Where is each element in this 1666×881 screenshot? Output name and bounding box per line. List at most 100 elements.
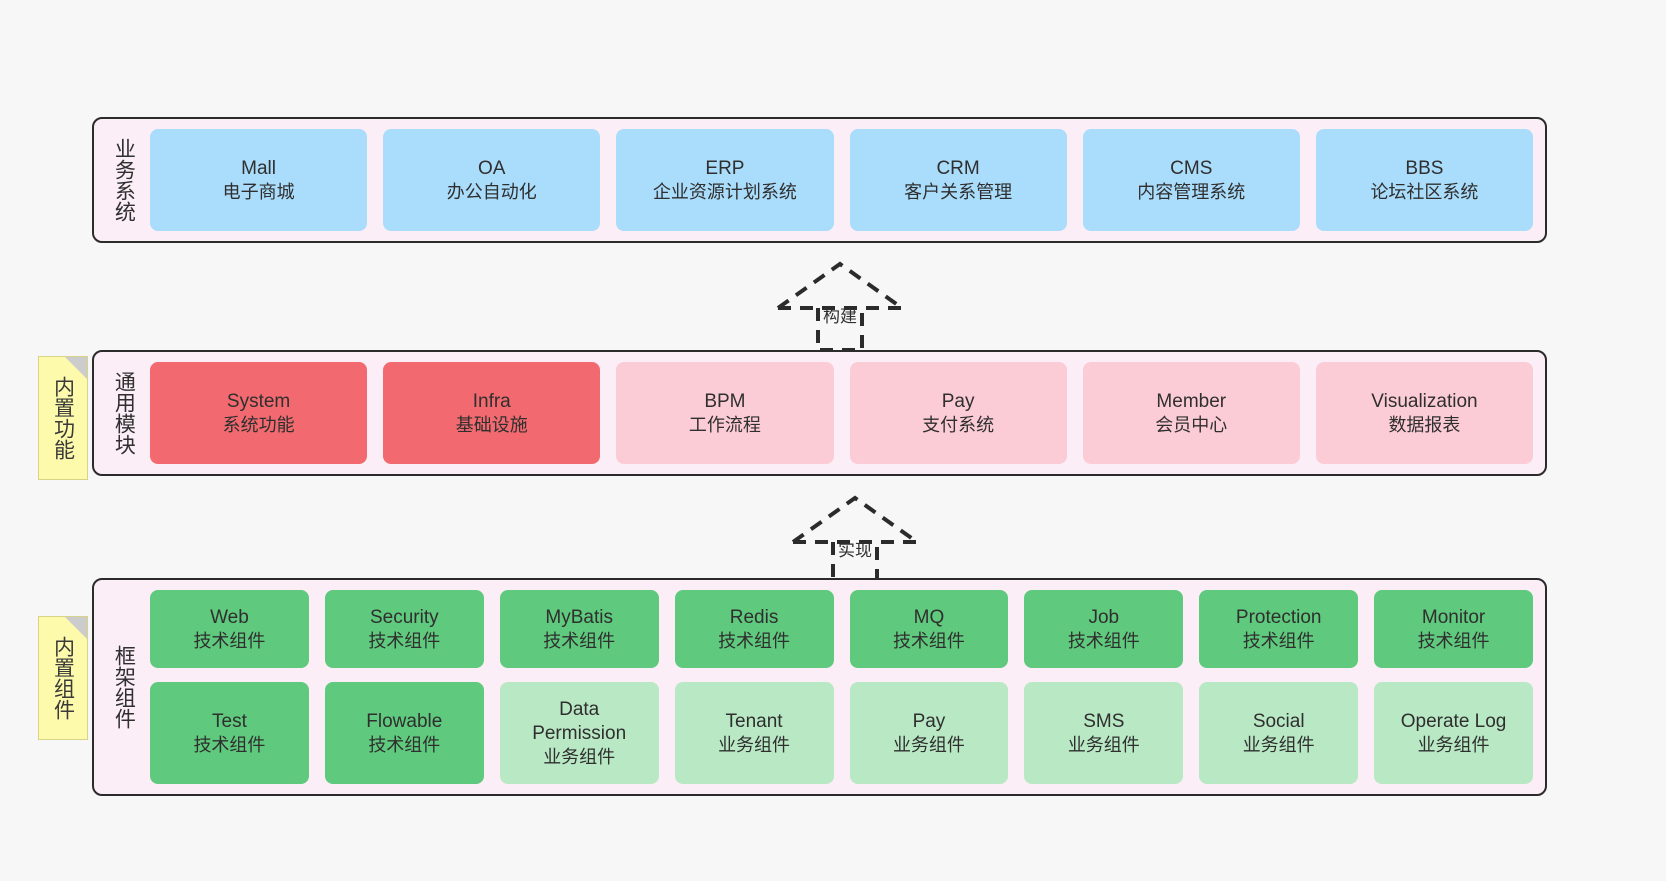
card-subtitle: 业务组件 bbox=[718, 734, 791, 755]
card-security[interactable]: Security 技术组件 bbox=[324, 590, 484, 669]
card-title: MQ bbox=[913, 606, 945, 628]
layer-framework-components: 框架组件 Web 技术组件 Security 技术组件 MyBatis 技术组件… bbox=[92, 578, 1547, 796]
card-subtitle: 技术组件 bbox=[1242, 630, 1315, 651]
layer-body-business-system: Mall 电子商城 OA 办公自动化 ERP 企业资源计划系统 CRM 客户关系… bbox=[140, 129, 1534, 231]
card-title: Infra bbox=[472, 390, 511, 412]
card-subtitle: 客户关系管理 bbox=[904, 181, 1013, 202]
card-mybatis[interactable]: MyBatis 技术组件 bbox=[499, 590, 659, 669]
card-subtitle: 业务组件 bbox=[1067, 734, 1140, 755]
card-subtitle: 业务组件 bbox=[1417, 734, 1490, 755]
card-cms[interactable]: CMS 内容管理系统 bbox=[1082, 129, 1300, 231]
note-builtin-features: 内置功能 bbox=[38, 356, 88, 480]
note-builtin-components: 内置组件 bbox=[38, 616, 88, 740]
card-subtitle: 技术组件 bbox=[193, 734, 266, 755]
layer-common-modules: 通用模块 System 系统功能 Infra 基础设施 BPM 工作流程 Pay… bbox=[92, 350, 1547, 476]
card-subtitle: 企业资源计划系统 bbox=[652, 181, 797, 202]
card-bbs[interactable]: BBS 论坛社区系统 bbox=[1315, 129, 1534, 231]
card-data-permission[interactable]: Data Permission 业务组件 bbox=[499, 682, 659, 784]
card-subtitle: 技术组件 bbox=[368, 630, 441, 651]
card-subtitle: 支付系统 bbox=[922, 414, 995, 435]
note-fold-corner-icon bbox=[65, 617, 87, 639]
layer-body-framework-components: Web 技术组件 Security 技术组件 MyBatis 技术组件 Redi… bbox=[140, 590, 1533, 784]
build-arrow-glyph bbox=[776, 261, 904, 352]
card-subtitle: 会员中心 bbox=[1155, 414, 1228, 435]
card-title: BBS bbox=[1405, 157, 1444, 179]
card-infra[interactable]: Infra 基础设施 bbox=[383, 362, 601, 464]
card-title: System bbox=[226, 390, 291, 412]
connector-build-label: 构建 bbox=[823, 307, 857, 326]
card-operate-log[interactable]: Operate Log 业务组件 bbox=[1374, 682, 1533, 784]
card-title: Test bbox=[212, 710, 247, 732]
card-title: Mall bbox=[241, 157, 276, 179]
note-label: 内置功能 bbox=[51, 376, 75, 460]
card-job[interactable]: Job 技术组件 bbox=[1024, 590, 1184, 669]
card-title: MyBatis bbox=[545, 606, 613, 628]
card-visualization[interactable]: Visualization 数据报表 bbox=[1315, 362, 1534, 464]
card-member[interactable]: Member 会员中心 bbox=[1082, 362, 1300, 464]
card-title: Security bbox=[369, 606, 439, 628]
card-subtitle: 技术组件 bbox=[1067, 630, 1140, 651]
card-web[interactable]: Web 技术组件 bbox=[150, 590, 309, 669]
card-title: Member bbox=[1156, 390, 1227, 412]
card-subtitle: 技术组件 bbox=[1417, 630, 1490, 651]
layer-title-framework-components: 框架组件 bbox=[112, 645, 136, 729]
card-social[interactable]: Social 业务组件 bbox=[1199, 682, 1359, 784]
card-subtitle: 工作流程 bbox=[688, 414, 761, 435]
card-subtitle: 技术组件 bbox=[368, 734, 441, 755]
connector-implement-arrow: 实现 bbox=[775, 492, 935, 592]
card-title: CMS bbox=[1170, 157, 1213, 179]
card-title: Operate Log bbox=[1400, 710, 1507, 732]
layer-title-business-system: 业务系统 bbox=[112, 138, 136, 222]
implement-arrow-glyph bbox=[791, 495, 919, 586]
card-subtitle: 业务组件 bbox=[1242, 734, 1315, 755]
layer-business-system: 业务系统 Mall 电子商城 OA 办公自动化 ERP 企业资源计划系统 CRM… bbox=[92, 117, 1547, 243]
layer-body-common-modules: System 系统功能 Infra 基础设施 BPM 工作流程 Pay 支付系统… bbox=[140, 362, 1534, 464]
card-row: System 系统功能 Infra 基础设施 BPM 工作流程 Pay 支付系统… bbox=[150, 362, 1534, 464]
card-subtitle: 技术组件 bbox=[543, 630, 616, 651]
card-subtitle: 内容管理系统 bbox=[1137, 181, 1246, 202]
layer-title-common-modules: 通用模块 bbox=[112, 371, 136, 455]
card-title: BPM bbox=[704, 390, 746, 412]
card-title: SMS bbox=[1083, 710, 1125, 732]
card-mq[interactable]: MQ 技术组件 bbox=[849, 590, 1009, 669]
card-protection[interactable]: Protection 技术组件 bbox=[1199, 590, 1359, 669]
card-subtitle: 数据报表 bbox=[1388, 414, 1461, 435]
card-row: Web 技术组件 Security 技术组件 MyBatis 技术组件 Redi… bbox=[150, 590, 1533, 669]
card-monitor[interactable]: Monitor 技术组件 bbox=[1374, 590, 1533, 669]
card-title: Protection bbox=[1235, 606, 1322, 628]
note-fold-corner-icon bbox=[65, 357, 87, 379]
card-oa[interactable]: OA 办公自动化 bbox=[383, 129, 601, 231]
card-subtitle: 论坛社区系统 bbox=[1370, 181, 1479, 202]
card-row: Mall 电子商城 OA 办公自动化 ERP 企业资源计划系统 CRM 客户关系… bbox=[150, 129, 1534, 231]
card-subtitle: 技术组件 bbox=[193, 630, 266, 651]
card-title: Pay bbox=[941, 390, 975, 412]
card-title: Redis bbox=[729, 606, 779, 628]
card-redis[interactable]: Redis 技术组件 bbox=[674, 590, 834, 669]
card-flowable[interactable]: Flowable 技术组件 bbox=[324, 682, 484, 784]
card-crm[interactable]: CRM 客户关系管理 bbox=[849, 129, 1067, 231]
card-row: Test 技术组件 Flowable 技术组件 Data Permission … bbox=[150, 682, 1533, 784]
connector-build-arrow: 构建 bbox=[760, 258, 920, 358]
card-subtitle: 业务组件 bbox=[892, 734, 965, 755]
card-title: Job bbox=[1088, 606, 1120, 628]
card-erp[interactable]: ERP 企业资源计划系统 bbox=[616, 129, 834, 231]
card-system[interactable]: System 系统功能 bbox=[150, 362, 368, 464]
card-pay[interactable]: Pay 支付系统 bbox=[849, 362, 1067, 464]
card-title: OA bbox=[478, 157, 506, 179]
card-sms[interactable]: SMS 业务组件 bbox=[1024, 682, 1184, 784]
card-subtitle: 技术组件 bbox=[892, 630, 965, 651]
card-subtitle: 基础设施 bbox=[455, 414, 528, 435]
card-test[interactable]: Test 技术组件 bbox=[150, 682, 309, 784]
card-tenant[interactable]: Tenant 业务组件 bbox=[674, 682, 834, 784]
card-subtitle: 办公自动化 bbox=[446, 181, 537, 202]
card-title: CRM bbox=[936, 157, 980, 179]
card-title: Pay bbox=[912, 710, 946, 732]
card-title: Web bbox=[210, 606, 249, 628]
note-label: 内置组件 bbox=[51, 636, 75, 720]
card-bpm[interactable]: BPM 工作流程 bbox=[616, 362, 834, 464]
card-pay-component[interactable]: Pay 业务组件 bbox=[849, 682, 1009, 784]
card-title: Tenant bbox=[725, 710, 783, 732]
card-subtitle: 系统功能 bbox=[222, 414, 295, 435]
card-title: Visualization bbox=[1371, 390, 1478, 412]
card-mall[interactable]: Mall 电子商城 bbox=[150, 129, 368, 231]
